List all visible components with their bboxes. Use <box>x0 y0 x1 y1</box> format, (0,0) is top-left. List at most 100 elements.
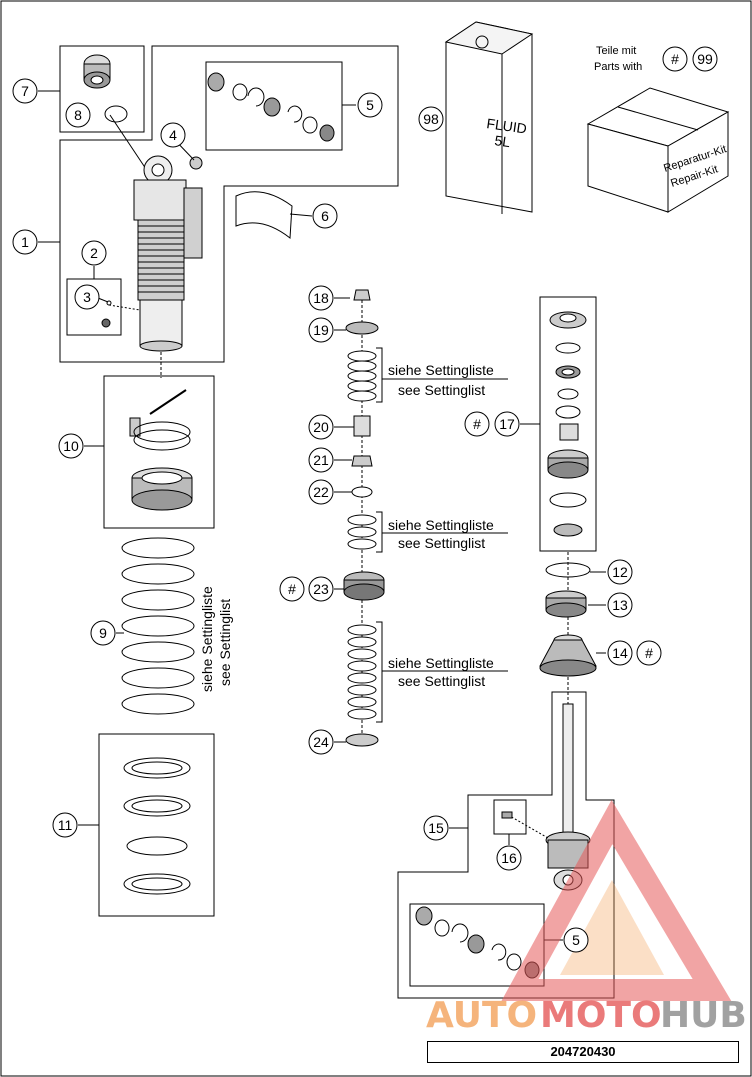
callout-circle <box>607 592 633 618</box>
callout-98: 98 <box>418 106 444 132</box>
callout-number: 9 <box>99 625 107 641</box>
group-frame-washers <box>98 733 215 917</box>
callout-4: 4 <box>160 122 186 148</box>
callout-number: 2 <box>90 245 98 261</box>
callout-circle <box>607 559 633 585</box>
callout-circle <box>496 845 522 871</box>
callout-circle <box>308 729 334 755</box>
piston-stack <box>343 289 385 747</box>
callout-hash: # <box>464 411 490 437</box>
callout-1: 1 <box>12 229 38 255</box>
callout-11: 11 <box>52 812 78 838</box>
callout-24: 24 <box>308 729 334 755</box>
callout-number: 13 <box>612 597 628 613</box>
callout-circle <box>65 102 91 128</box>
callout-7: 7 <box>12 78 38 104</box>
callout-circle <box>563 927 589 953</box>
shock-body <box>101 114 203 378</box>
callout-number: 8 <box>74 107 82 123</box>
callout-circle <box>607 640 633 666</box>
spring-setting-de: siehe Settingliste <box>199 586 215 692</box>
callout-circle <box>308 576 334 602</box>
callout-13: 13 <box>607 592 633 618</box>
callout-number: 15 <box>428 820 444 836</box>
seal-kit-parts <box>207 72 335 142</box>
callout-number: 5 <box>572 932 580 948</box>
callout-2: 2 <box>81 240 107 266</box>
spacer-sleeve <box>235 191 293 239</box>
callout-circle <box>692 46 718 72</box>
repair-kit-box <box>586 87 730 213</box>
callout-number: # <box>645 645 653 661</box>
callout-number: 5 <box>366 97 374 113</box>
top-eye-bearing <box>83 54 128 123</box>
callout-number: 10 <box>63 438 79 454</box>
callout-number: 16 <box>501 850 517 866</box>
callout-circle <box>662 46 688 72</box>
callouts: 784598#996123109111819202122#2324#171213… <box>12 46 718 953</box>
callout-circle <box>494 411 520 437</box>
callout-5: 5 <box>357 92 383 118</box>
seal-head-parts <box>547 311 589 537</box>
setting-note-1-de: siehe Settingliste <box>388 362 494 378</box>
callout-number: 98 <box>423 111 439 127</box>
bracket-3 <box>376 621 383 723</box>
callout-circle <box>464 411 490 437</box>
callout-number: 20 <box>313 419 329 435</box>
callout-number: 21 <box>313 452 329 468</box>
callout-circle <box>90 620 116 646</box>
fluid-volume: 5L <box>494 132 512 150</box>
callout-circle <box>308 479 334 505</box>
callout-21: 21 <box>308 447 334 473</box>
group-frame-shock <box>59 45 399 363</box>
watermark-logo <box>501 799 732 1001</box>
callout-number: 7 <box>21 83 29 99</box>
group-frame-top-eye <box>59 45 145 133</box>
spring-washers <box>123 757 191 895</box>
setting-note-3-en: see Settinglist <box>398 673 485 689</box>
bump-stop <box>539 634 597 677</box>
group-frame-needle <box>493 799 527 835</box>
group-frame-retainer <box>103 375 215 529</box>
callout-23: 23 <box>308 576 334 602</box>
setting-note-1-en: see Settinglist <box>398 382 485 398</box>
callout-number: # <box>288 581 296 597</box>
callout-18: 18 <box>308 285 334 311</box>
callout-3: 3 <box>74 284 100 310</box>
watermark-hub: HUB <box>660 995 747 1036</box>
setting-note-2-en: see Settinglist <box>398 535 485 551</box>
parts-with-en: Parts with <box>594 61 642 73</box>
callout-number: 19 <box>313 322 329 338</box>
callout-hash: # <box>279 576 305 602</box>
callout-14: 14 <box>607 640 633 666</box>
spring-retainer <box>129 389 193 511</box>
leader-lines <box>38 90 606 941</box>
bracket-2 <box>376 511 383 553</box>
callout-circle <box>58 433 84 459</box>
circlip <box>545 562 591 578</box>
callout-circle <box>312 203 338 229</box>
parts-with-de: Teile mit <box>596 45 636 57</box>
spring <box>121 537 195 715</box>
callout-number: 99 <box>697 51 713 67</box>
callout-circle <box>308 414 334 440</box>
callout-circle <box>160 122 186 148</box>
callout-10: 10 <box>58 433 84 459</box>
callout-17: 17 <box>494 411 520 437</box>
callout-circle <box>418 106 444 132</box>
bracket-1 <box>376 347 383 403</box>
callout-22: 22 <box>308 479 334 505</box>
callout-number: 12 <box>612 564 628 580</box>
callout-circle <box>74 284 100 310</box>
callout-number: 4 <box>169 127 177 143</box>
callout-circle <box>12 229 38 255</box>
setting-note-2-de: siehe Settingliste <box>388 517 494 533</box>
callout-circle <box>308 447 334 473</box>
watermark-moto: MOTO <box>540 995 662 1036</box>
group-frame-seal-kit <box>205 61 343 151</box>
callout-20: 20 <box>308 414 334 440</box>
callout-19: 19 <box>308 317 334 343</box>
callout-15: 15 <box>423 815 449 841</box>
